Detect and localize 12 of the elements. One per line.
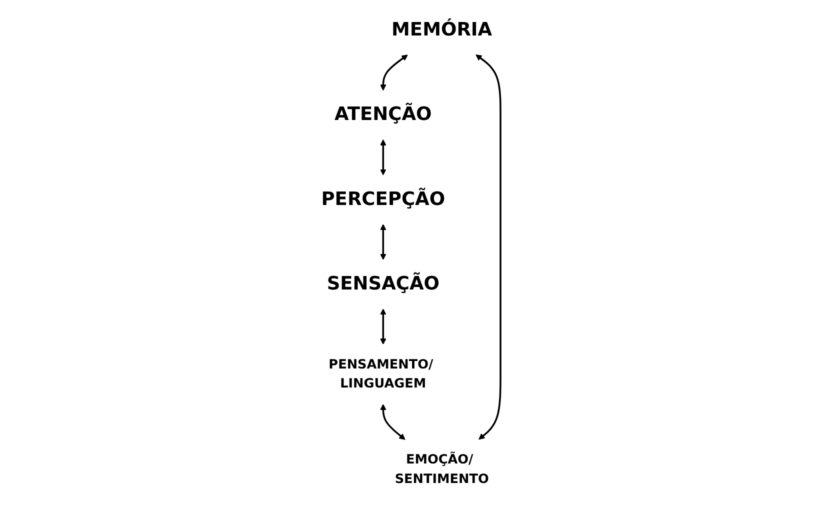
arrow <box>475 54 501 440</box>
node-text: ATENÇÃO <box>334 104 432 126</box>
arrow <box>380 54 408 91</box>
node-text: MEMÓRIA <box>391 19 492 41</box>
node-text: PERCEPÇÃO <box>320 188 445 210</box>
arrow <box>380 308 386 345</box>
arrow <box>380 404 405 440</box>
node-text: PENSAMENTO/ LINGUAGEM <box>328 357 433 392</box>
arrow <box>380 139 386 176</box>
arrow <box>380 224 386 260</box>
node-text: EMOÇÃO/ SENTIMENTO <box>394 452 488 486</box>
node-text: SENSAÇÃO <box>326 273 439 294</box>
